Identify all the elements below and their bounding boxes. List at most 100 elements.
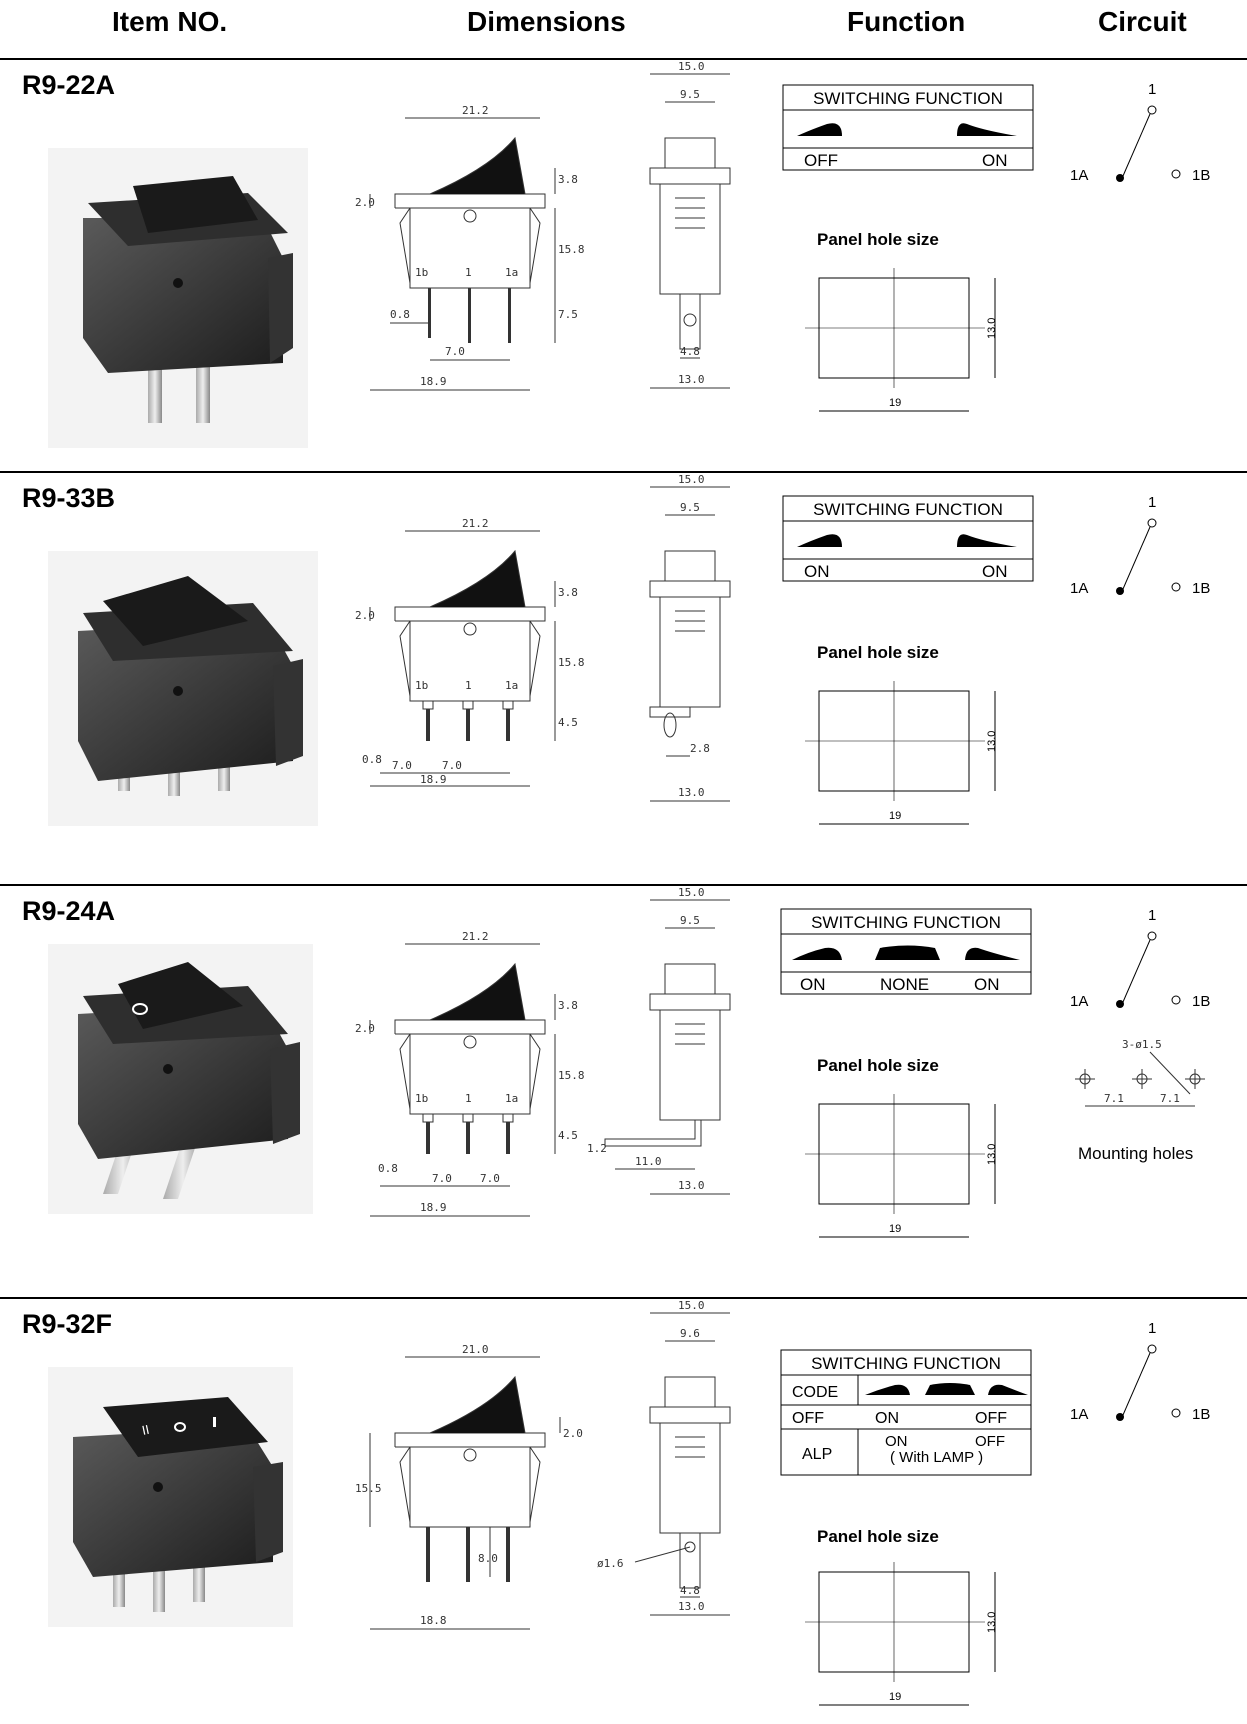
- svg-text:18.9: 18.9: [420, 375, 447, 388]
- panel-hole-size-label: Panel hole size: [817, 1527, 939, 1546]
- panel-hole-drawing: 13.0 19: [805, 1562, 998, 1706]
- svg-text:7.0: 7.0: [442, 759, 462, 772]
- svg-text:1a: 1a: [505, 1092, 518, 1105]
- svg-text:3-ø1.5: 3-ø1.5: [1122, 1038, 1162, 1051]
- svg-text:15.5: 15.5: [355, 1482, 382, 1495]
- product-photo: II: [48, 1367, 293, 1627]
- panel-hole-drawing: 13.0 19: [805, 1094, 998, 1238]
- svg-text:13.0: 13.0: [986, 731, 998, 752]
- svg-text:0.8: 0.8: [378, 1162, 398, 1175]
- svg-text:1b: 1b: [415, 1092, 428, 1105]
- product-photo: [48, 148, 308, 448]
- side-dimension-drawing: 15.0 9.5 2.8 13.0: [649, 473, 731, 802]
- svg-text:7.0: 7.0: [480, 1172, 500, 1185]
- svg-text:1.2: 1.2: [587, 1142, 607, 1155]
- svg-text:1: 1: [1148, 907, 1156, 924]
- svg-text:13.0: 13.0: [678, 786, 705, 799]
- header-dimensions: Dimensions: [467, 6, 626, 37]
- circuit-diagram: 1 1A 1B: [1070, 81, 1210, 184]
- svg-text:ON: ON: [885, 1433, 908, 1450]
- switching-function-box: SWITCHING FUNCTION OFF ON: [782, 84, 1034, 171]
- panel-hole-size-label: Panel hole size: [817, 230, 939, 249]
- panel-hole-drawing: 13.0 19: [805, 268, 998, 412]
- svg-text:1B: 1B: [1192, 580, 1210, 597]
- svg-text:SWITCHING FUNCTION: SWITCHING FUNCTION: [813, 89, 1003, 108]
- svg-text:1a: 1a: [505, 679, 518, 692]
- item-number: R9-33B: [22, 483, 116, 513]
- panel-hole-size-label: Panel hole size: [817, 643, 939, 662]
- svg-text:1: 1: [465, 679, 472, 692]
- svg-text:1: 1: [465, 266, 472, 279]
- front-dimension-drawing: 21.0 2.0 15.5 8.0 18.8: [355, 1343, 583, 1630]
- svg-text:ON: ON: [804, 562, 830, 581]
- svg-text:1B: 1B: [1192, 1406, 1210, 1423]
- svg-text:9.6: 9.6: [680, 1327, 700, 1340]
- svg-text:15.0: 15.0: [678, 886, 705, 899]
- svg-text:7.0: 7.0: [432, 1172, 452, 1185]
- svg-text:ø1.6: ø1.6: [597, 1557, 624, 1570]
- svg-text:3.8: 3.8: [558, 999, 578, 1012]
- svg-text:15.8: 15.8: [558, 1069, 585, 1082]
- header-function: Function: [847, 6, 966, 37]
- svg-text:15.0: 15.0: [678, 473, 705, 486]
- svg-text:1A: 1A: [1070, 580, 1088, 597]
- svg-text:1: 1: [465, 1092, 472, 1105]
- mounting-holes-label: Mounting holes: [1078, 1144, 1194, 1163]
- svg-text:2.0: 2.0: [355, 1022, 375, 1035]
- svg-text:4.8: 4.8: [680, 1584, 700, 1597]
- svg-text:2.0: 2.0: [355, 609, 375, 622]
- svg-text:II: II: [141, 1422, 151, 1438]
- svg-text:( With LAMP ): ( With LAMP ): [890, 1449, 983, 1466]
- svg-text:13.0: 13.0: [678, 1600, 705, 1613]
- svg-text:NONE: NONE: [880, 975, 929, 994]
- svg-text:15.8: 15.8: [558, 243, 585, 256]
- svg-text:2.8: 2.8: [690, 742, 710, 755]
- svg-text:7.0: 7.0: [392, 759, 412, 772]
- product-photo: [48, 551, 318, 826]
- svg-text:13.0: 13.0: [678, 1179, 705, 1192]
- svg-text:2.0: 2.0: [563, 1427, 583, 1440]
- side-dimension-drawing: 15.0 9.6 ø1.6 4.8 13.0: [597, 1299, 731, 1616]
- svg-text:13.0: 13.0: [986, 318, 998, 339]
- header-item-no: Item NO.: [112, 6, 228, 37]
- svg-text:SWITCHING FUNCTION: SWITCHING FUNCTION: [811, 1354, 1001, 1373]
- svg-text:9.5: 9.5: [680, 914, 700, 927]
- svg-text:1A: 1A: [1070, 1406, 1088, 1423]
- product-row: R9-33B 21.2 1b 1 1a 2.0 3.8 15.8: [0, 471, 1247, 884]
- svg-text:13.0: 13.0: [678, 373, 705, 386]
- svg-text:7.5: 7.5: [558, 308, 578, 321]
- svg-text:ON: ON: [875, 1410, 899, 1427]
- side-dimension-drawing: 15.0 9.5 1.2 11.0 13.0: [587, 886, 731, 1195]
- svg-text:15.0: 15.0: [678, 60, 705, 73]
- svg-text:18.8: 18.8: [420, 1614, 447, 1627]
- svg-text:19: 19: [889, 810, 901, 822]
- svg-text:ALP: ALP: [802, 1446, 832, 1463]
- switching-function-box: SWITCHING FUNCTION ON NONE ON: [780, 908, 1032, 995]
- svg-text:18.9: 18.9: [420, 1201, 447, 1214]
- svg-text:8.0: 8.0: [478, 1552, 498, 1565]
- front-dimension-drawing: 21.2 1b 1 1a 2.0 3.8 15.8 4.5 0.8 7.0 7.…: [355, 517, 585, 787]
- svg-text:13.0: 13.0: [986, 1144, 998, 1165]
- product-photo: [48, 944, 313, 1214]
- mounting-holes-drawing: 3-ø1.5 7.1 7.1: [1075, 1038, 1205, 1107]
- svg-text:19: 19: [889, 1691, 901, 1703]
- svg-text:4.8: 4.8: [680, 345, 700, 358]
- svg-text:OFF: OFF: [975, 1433, 1005, 1450]
- product-row: R9-32F II 21.0 2.0 15.5 8.0 18.8: [0, 1297, 1247, 1724]
- panel-hole-size-label: Panel hole size: [817, 1056, 939, 1075]
- svg-text:1A: 1A: [1070, 993, 1088, 1010]
- svg-text:1: 1: [1148, 81, 1156, 98]
- svg-text:21.2: 21.2: [462, 517, 489, 530]
- front-dimension-drawing: 21.2 1b 1 1a 2.0 3.8 15.8 7.5 0.8 7.0 18…: [355, 104, 585, 391]
- product-row: R9-22A 21.2 1b 1 1a 2.0 3.8 15.8 7.5: [0, 58, 1247, 471]
- svg-text:ON: ON: [982, 562, 1008, 581]
- svg-text:OFF: OFF: [804, 151, 838, 170]
- svg-text:3.8: 3.8: [558, 586, 578, 599]
- svg-text:15.8: 15.8: [558, 656, 585, 669]
- svg-text:ON: ON: [800, 975, 826, 994]
- svg-text:2.0: 2.0: [355, 196, 375, 209]
- svg-text:ON: ON: [974, 975, 1000, 994]
- svg-text:21.0: 21.0: [462, 1343, 489, 1356]
- svg-text:CODE: CODE: [792, 1384, 838, 1401]
- svg-text:0.8: 0.8: [362, 753, 382, 766]
